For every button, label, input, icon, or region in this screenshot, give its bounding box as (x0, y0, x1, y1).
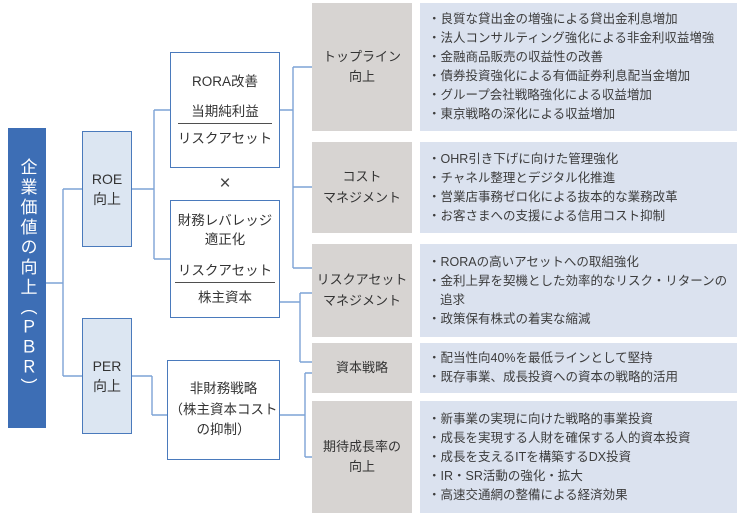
bullet-item: ・チャネル整理とデジタル化推進 (428, 170, 616, 185)
bullet-item: ・金利上昇を契機とした効率的なリスク・リターンの追求 (428, 273, 728, 307)
detail-list-capital: ・配当性向40%を最低ラインとして堅持 ・既存事業、成長投資への資本の戦略的活用 (420, 343, 737, 393)
detail-list-growth: ・新事業の実現に向けた戦略的事業投資 ・成長を実現する人財を確保する人的資本投資… (420, 401, 737, 513)
bullet-item: ・成長を支えるITを構築するDX投資 (428, 449, 632, 464)
strategy-label: リスクアセット マネジメント (316, 272, 408, 308)
bullet-item: ・お客さまへの支援による信用コスト抑制 (428, 208, 666, 223)
bullet-item: ・IR・SR活動の強化・拡大 (428, 468, 583, 483)
rora-title: RORA改善 (191, 73, 258, 89)
strategy-box-cost: コスト マネジメント (312, 142, 412, 233)
bullet-item: ・金融商品販売の収益性の改善 (428, 50, 604, 64)
bullet-item: ・成長を実現する人財を確保する人的資本投資 (428, 430, 691, 445)
nonfinancial-label: 非財務戦略 （株主資本コスト の抑制） (169, 380, 278, 438)
leverage-numerator: リスクアセット (174, 259, 276, 283)
bullet-item: ・配当性向40%を最低ラインとして堅持 (428, 351, 653, 365)
per-box: PER 向上 (82, 318, 132, 434)
multiply-sign: × (219, 173, 231, 194)
strategy-label: 期待成長率の 向上 (322, 438, 401, 474)
leverage-title: 財務レバレッジ 適正化 (177, 213, 273, 247)
strategy-label: トップライン 向上 (322, 48, 401, 84)
bullet-item: ・法人コンサルティング強化による非金利収益増強 (428, 31, 715, 45)
rora-denominator: リスクアセット (177, 131, 273, 147)
detail-list-cost: ・OHR引き下げに向けた管理強化 ・チャネル整理とデジタル化推進 ・営業店事務ゼ… (420, 142, 737, 233)
bullet-item: ・東京戦略の深化による収益増加 (428, 107, 616, 121)
bullet-item: ・良質な貸出金の増強による貸出金利息増加 (428, 12, 678, 26)
strategy-label: 資本戦略 (335, 359, 388, 375)
nonfinancial-strategy-box: 非財務戦略 （株主資本コスト の抑制） (167, 360, 280, 460)
bullet-item: ・政策保有株式の着実な縮減 (428, 311, 591, 326)
roe-box: ROE 向上 (82, 131, 132, 247)
strategy-label: コスト マネジメント (322, 169, 401, 205)
leverage-formula-box: 財務レバレッジ 適正化 リスクアセット 株主資本 (170, 200, 280, 318)
detail-list-topline: ・良質な貸出金の増強による貸出金利息増加 ・法人コンサルティング強化による非金利… (420, 3, 737, 131)
corporate-value-label: 企業価値の向上（ＰＢＲ） (17, 158, 37, 398)
bullet-item: ・既存事業、成長投資への資本の戦略的活用 (428, 370, 679, 384)
bullet-item: ・新事業の実現に向けた戦略的事業投資 (428, 411, 654, 426)
corporate-value-root-box: 企業価値の向上（ＰＢＲ） (8, 128, 46, 428)
rora-numerator: 当期純利益 (177, 100, 273, 125)
strategy-box-capital: 資本戦略 (312, 343, 412, 393)
bullet-item: ・営業店事務ゼロ化による抜本的な業務改革 (428, 189, 678, 204)
rora-fraction: 当期純利益 リスクアセット (177, 100, 273, 147)
per-label: PER 向上 (92, 357, 122, 394)
bullet-item: ・RORAの高いアセットへの取組強化 (428, 254, 639, 269)
bullet-item: ・高速交通網の整備による経済効果 (428, 487, 628, 502)
strategy-box-risk-asset: リスクアセット マネジメント (312, 244, 412, 337)
bullet-item: ・債券投資強化による有価証券利息配当金増加 (428, 69, 691, 83)
leverage-denominator: 株主資本 (197, 289, 252, 305)
roe-label: ROE 向上 (91, 170, 123, 207)
leverage-fraction: リスクアセット 株主資本 (174, 259, 276, 306)
strategy-box-growth: 期待成長率の 向上 (312, 401, 412, 513)
rora-formula-box: RORA改善 当期純利益 リスクアセット (170, 52, 280, 168)
detail-list-risk-asset: ・RORAの高いアセットへの取組強化 ・金利上昇を契機とした効率的なリスク・リタ… (420, 244, 737, 337)
strategy-box-topline: トップライン 向上 (312, 3, 412, 131)
bullet-item: ・OHR引き下げに向けた管理強化 (428, 151, 619, 166)
bullet-item: ・グループ会社戦略強化による収益増加 (428, 88, 652, 102)
